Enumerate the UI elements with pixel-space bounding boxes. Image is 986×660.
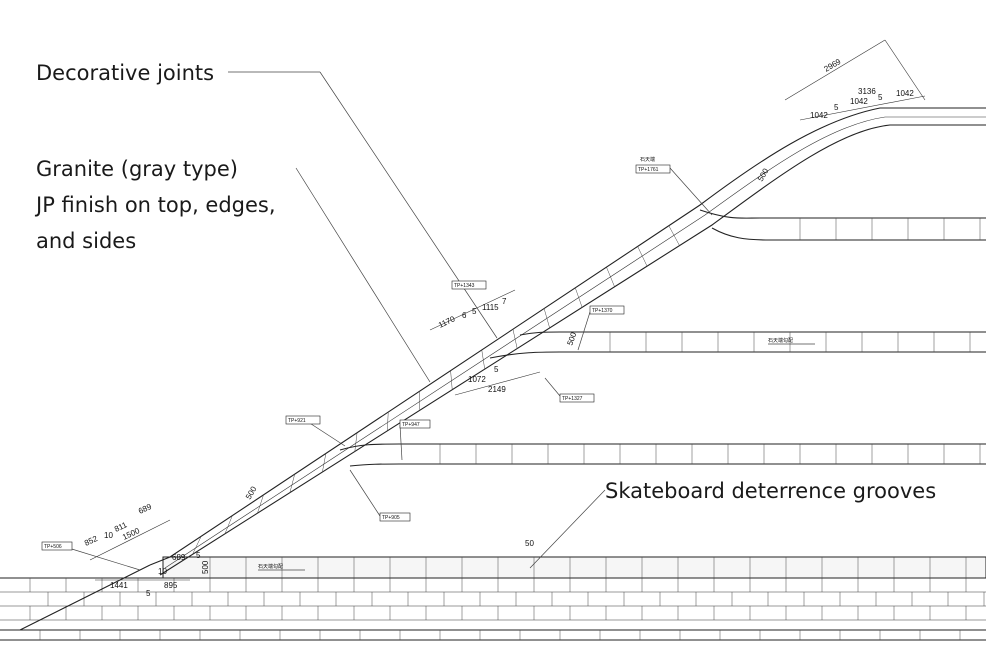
joint-line [354, 432, 358, 452]
dim-mid-e: 7 [502, 297, 507, 306]
dim-base-thk: 500 [201, 560, 210, 574]
callout-granite-line3: and sides [36, 229, 136, 253]
callout-decorative-joints: Decorative joints [36, 61, 214, 85]
joint-line [481, 349, 485, 370]
dim-mid-b: 6 [462, 311, 467, 320]
callout-granite-line1: Granite (gray type) [36, 157, 238, 181]
tag-jp-top: 石天端 [640, 156, 655, 163]
dim-base-b: 10 [104, 531, 113, 540]
callout-granite-line2: JP finish on top, edges, [34, 193, 276, 217]
brick-wall [0, 577, 986, 641]
dim-low-thk: 500 [244, 484, 259, 501]
joint-line [450, 370, 453, 390]
dimension-lines [89, 39, 926, 581]
dim-top-c: 1042 [850, 97, 868, 106]
dim-base-g: 5 [196, 551, 201, 560]
dim-mid-f: 1072 [468, 375, 486, 384]
tag-t4: TP+1327 [562, 396, 583, 402]
dim-base-i: 1441 [110, 581, 128, 590]
tag-t8: TP+506 [44, 544, 62, 550]
dim-base-j: 895 [164, 581, 178, 590]
tag-t3: TP+1370 [592, 308, 613, 314]
joint-line [637, 246, 648, 267]
dim-mid-h: 2149 [488, 385, 506, 394]
tag-t2: TP+1343 [454, 283, 475, 289]
dim-top-d: 5 [878, 93, 883, 102]
dim-base-d: 689 [137, 502, 153, 516]
joint-line [387, 412, 389, 431]
tag-t6: TP+947 [402, 422, 420, 428]
dim-mid-d: 1115 [482, 303, 499, 312]
dim-base-a: 852 [83, 534, 99, 548]
dim-groove: 50 [525, 539, 534, 548]
dim-mid-a: 1170 [437, 314, 457, 330]
coping-row-1 [699, 209, 986, 241]
tag-jp-arrow2: 石天端勾配 [258, 563, 283, 570]
base-coping [162, 556, 986, 579]
tag-t7: TP+905 [382, 515, 400, 521]
joint-line [224, 515, 233, 534]
dim-top-sub: 3136 [858, 87, 876, 96]
coping-row-2 [489, 331, 986, 359]
dim-top-e: 1042 [896, 89, 914, 98]
joint-line [289, 474, 295, 493]
dim-base-k: 5 [146, 589, 151, 598]
dim-mid-c: 5 [472, 307, 477, 316]
ground-slope [19, 564, 151, 631]
callout-skate-grooves: Skateboard deterrence grooves [605, 479, 936, 503]
dim-top-b: 5 [834, 103, 839, 112]
joint-line [606, 267, 615, 287]
joint-line [257, 494, 264, 514]
joint-line [575, 287, 583, 308]
leader-lines [61, 71, 713, 571]
tag-t1: TP+1761 [638, 167, 659, 173]
tag-t5: TP+921 [288, 418, 306, 424]
elevation-tags: TP+1761 TP+1343 TP+1370 TP+1327 TP+921 T… [41, 156, 815, 571]
coping-row-3 [339, 443, 986, 467]
dim-mid-thk: 500 [565, 331, 578, 347]
joint-line [322, 453, 327, 473]
sloped-coping [149, 107, 986, 576]
joint-line [192, 536, 202, 555]
dim-top-thk: 500 [756, 166, 771, 183]
tag-jp-arrow1: 石天端勾配 [768, 337, 793, 344]
dim-base-f: 689 [172, 553, 186, 562]
joint-line [512, 329, 518, 349]
dim-base-h: 10 [158, 567, 167, 576]
dim-top-a: 1042 [810, 111, 828, 120]
joint-line [543, 308, 550, 329]
dim-mid-g: 5 [494, 365, 499, 374]
joint-line [668, 225, 680, 246]
